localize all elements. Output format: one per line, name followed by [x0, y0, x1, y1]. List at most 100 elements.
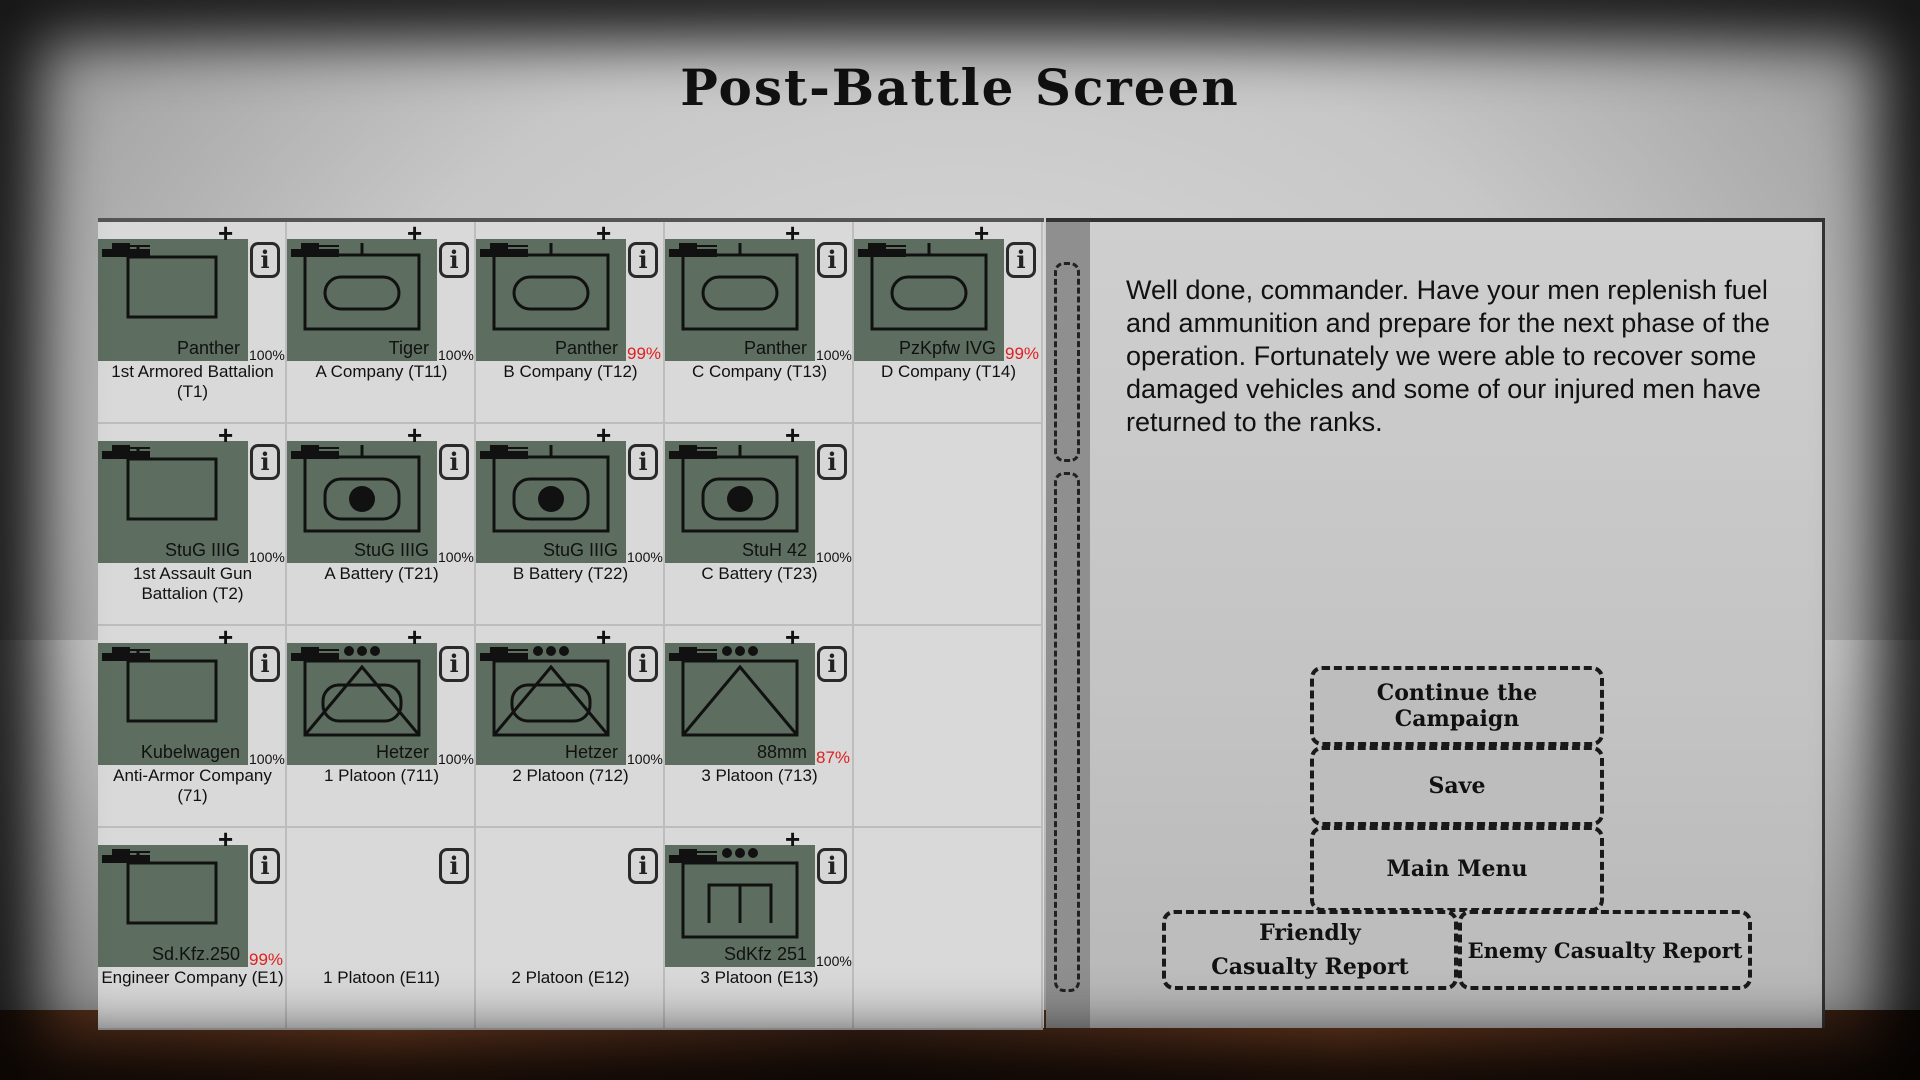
unit-slot[interactable]: Hetzer+100% i 2 Platoon (712): [476, 622, 665, 828]
unit-strength: 99%: [627, 344, 662, 363]
unit-symbol-icon[interactable]: StuG IIIG: [287, 441, 437, 563]
unit-strength: 100%: [249, 347, 285, 363]
unit-symbol-icon[interactable]: StuG IIIG: [476, 441, 626, 563]
reinforce-plus-icon[interactable]: +: [218, 622, 234, 652]
info-icon[interactable]: i: [817, 646, 847, 682]
unit-label: 2 Platoon (E12): [511, 968, 630, 987]
info-icon[interactable]: i: [439, 444, 469, 480]
unit-label: 2 Platoon (712): [512, 766, 629, 785]
unit-symbol-icon[interactable]: PzKpfw IVG: [854, 239, 1004, 361]
reinforce-plus-icon[interactable]: +: [785, 420, 801, 450]
unit-symbol-icon[interactable]: Hetzer: [287, 643, 437, 765]
info-icon[interactable]: i: [439, 646, 469, 682]
vehicle-name: Hetzer: [375, 742, 429, 762]
info-icon[interactable]: i: [250, 444, 280, 480]
reinforce-plus-icon[interactable]: +: [218, 420, 234, 450]
vehicle-name: Panther: [176, 338, 240, 358]
unit-symbol-icon[interactable]: Hetzer: [476, 643, 626, 765]
info-icon[interactable]: i: [439, 242, 469, 278]
unit-label: Engineer Company (E1): [101, 968, 284, 987]
reinforce-plus-icon[interactable]: +: [218, 218, 234, 248]
info-icon[interactable]: i: [628, 444, 658, 480]
vehicle-name: SdKfz 251: [723, 944, 807, 964]
unit-symbol-icon[interactable]: Panther: [665, 239, 815, 361]
info-icon[interactable]: i: [250, 242, 280, 278]
unit-symbol-icon[interactable]: Panther: [476, 239, 626, 361]
vehicle-name: Kubelwagen: [140, 742, 240, 762]
info-icon[interactable]: i: [250, 646, 280, 682]
empty-slot: [854, 626, 1043, 828]
unit-label: A Company (T11): [315, 362, 448, 381]
info-icon[interactable]: i: [628, 646, 658, 682]
info-icon[interactable]: i: [250, 848, 280, 884]
info-icon[interactable]: i: [628, 848, 658, 884]
unit-symbol-icon[interactable]: SdKfz 251: [665, 845, 815, 967]
unit-slot[interactable]: 88mm+87% i 3 Platoon (713): [665, 622, 854, 828]
unit-symbol-icon[interactable]: Panther: [98, 239, 248, 361]
unit-label: D Company (T14): [880, 362, 1017, 381]
vehicle-name: StuG IIIG: [164, 540, 240, 560]
friendly-casualty-report-button[interactable]: Friendly Casualty Report: [1162, 910, 1458, 990]
vehicle-name: Panther: [743, 338, 807, 358]
save-button[interactable]: Save: [1310, 746, 1604, 826]
vehicle-name: StuG IIIG: [542, 540, 618, 560]
vehicle-name: Tiger: [388, 338, 429, 358]
reinforce-plus-icon[interactable]: +: [596, 622, 612, 652]
unit-symbol-icon[interactable]: Sd.Kfz.250: [98, 845, 248, 967]
scrollbar-track[interactable]: [1054, 472, 1080, 992]
unit-label: 3 Platoon (713): [701, 766, 818, 785]
unit-strength: 99%: [249, 950, 284, 969]
unit-label: 1 Platoon (711): [324, 766, 439, 785]
reinforce-plus-icon[interactable]: +: [785, 218, 801, 248]
reinforce-plus-icon[interactable]: +: [785, 824, 801, 854]
unit-label: C Battery (T23): [701, 564, 818, 583]
unit-strength: 100%: [816, 347, 852, 363]
info-icon[interactable]: i: [817, 848, 847, 884]
unit-symbol-icon[interactable]: Tiger: [287, 239, 437, 361]
continue-campaign-button[interactable]: Continue the Campaign: [1310, 666, 1604, 746]
unit-symbol-icon[interactable]: StuG IIIG: [98, 441, 248, 563]
reinforce-plus-icon[interactable]: +: [596, 218, 612, 248]
info-icon[interactable]: i: [817, 242, 847, 278]
main-menu-button[interactable]: Main Menu: [1310, 826, 1604, 912]
reinforce-plus-icon[interactable]: +: [596, 420, 612, 450]
reinforce-plus-icon[interactable]: +: [407, 218, 423, 248]
unit-symbol-icon[interactable]: StuH 42: [665, 441, 815, 563]
scrollbar[interactable]: [1046, 218, 1090, 1028]
reinforce-plus-icon[interactable]: +: [407, 420, 423, 450]
page-title: Post-Battle Screen: [680, 58, 1240, 117]
info-icon[interactable]: i: [628, 242, 658, 278]
info-icon[interactable]: i: [439, 848, 469, 884]
message-panel: Well done, commander. Have your men repl…: [1090, 218, 1825, 1028]
unit-symbol-icon[interactable]: Kubelwagen: [98, 643, 248, 765]
unit-strength: 87%: [816, 748, 851, 767]
reinforce-plus-icon[interactable]: +: [218, 824, 234, 854]
unit-slot[interactable]: i 2 Platoon (E12): [476, 828, 665, 1030]
reinforce-plus-icon[interactable]: +: [407, 622, 423, 652]
reinforce-plus-icon[interactable]: +: [785, 622, 801, 652]
unit-symbol-icon[interactable]: 88mm: [665, 643, 815, 765]
commander-message: Well done, commander. Have your men repl…: [1126, 275, 1770, 437]
unit-strength: 100%: [627, 751, 663, 767]
info-icon[interactable]: i: [1006, 242, 1036, 278]
unit-label: Anti-Armor Company (71): [113, 766, 272, 805]
scrollbar-thumb[interactable]: [1054, 262, 1080, 462]
unit-strength: 100%: [627, 549, 663, 565]
enemy-casualty-report-button[interactable]: Enemy Casualty Report: [1458, 910, 1752, 990]
info-icon[interactable]: i: [817, 444, 847, 480]
reinforce-plus-icon[interactable]: +: [974, 218, 990, 248]
